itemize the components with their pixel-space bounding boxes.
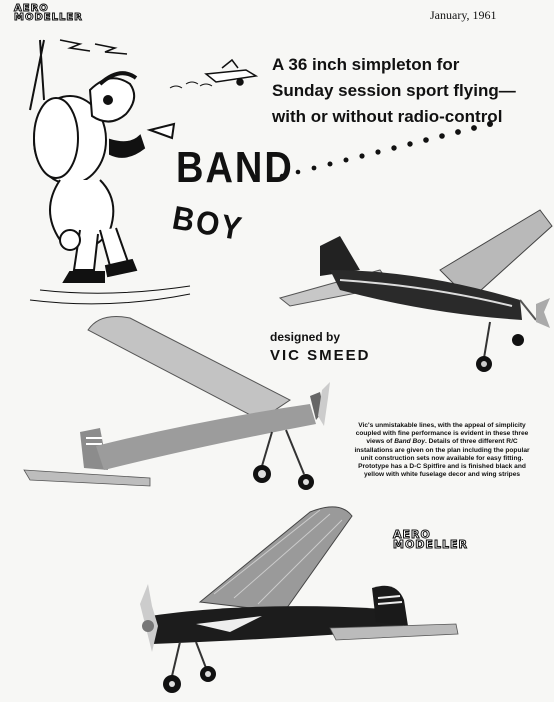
- caption-text-before: Vic's unmistakable lines, with the appea…: [355, 422, 529, 446]
- aeromodeller-logo: AERO MODELLER: [14, 3, 83, 23]
- title-ellipsis: ......: [272, 170, 273, 171]
- logo-line-2: MODELLER: [14, 12, 83, 23]
- photo-model-front-three-quarter: [140, 506, 459, 693]
- headline-line-3: with or without radio-control: [272, 107, 503, 126]
- aeromodeller-watermark: AERO MODELLER: [393, 528, 468, 551]
- headline-line-2: Sunday session sport flying—: [272, 81, 516, 100]
- designer-name: VIC SMEED: [270, 347, 371, 364]
- watermark-line-1: AERO: [393, 528, 431, 541]
- headline: A 36 inch simpleton for Sunday session s…: [272, 52, 542, 130]
- issue-date: January, 1961: [430, 8, 497, 22]
- dotted-trail: [279, 121, 493, 179]
- caption-text-after: . Details of three different R/C install…: [354, 438, 530, 479]
- small-plane-sketch: [169, 58, 259, 89]
- title-band: BAND: [176, 144, 294, 193]
- photo-model-side-view: [23, 316, 330, 490]
- designed-by-label: designed by: [270, 330, 341, 344]
- photo-model-three-quarter-rear: [278, 209, 553, 372]
- watermark-line-2: MODELLER: [393, 538, 468, 551]
- headline-line-1: A 36 inch simpleton for: [272, 55, 460, 74]
- logo-line-1: AERO: [14, 3, 49, 14]
- drummer-boy-cartoon: [29, 39, 191, 305]
- photo-caption: Vic's unmistakable lines, with the appea…: [352, 422, 532, 479]
- caption-model-name: Band Boy: [394, 438, 425, 446]
